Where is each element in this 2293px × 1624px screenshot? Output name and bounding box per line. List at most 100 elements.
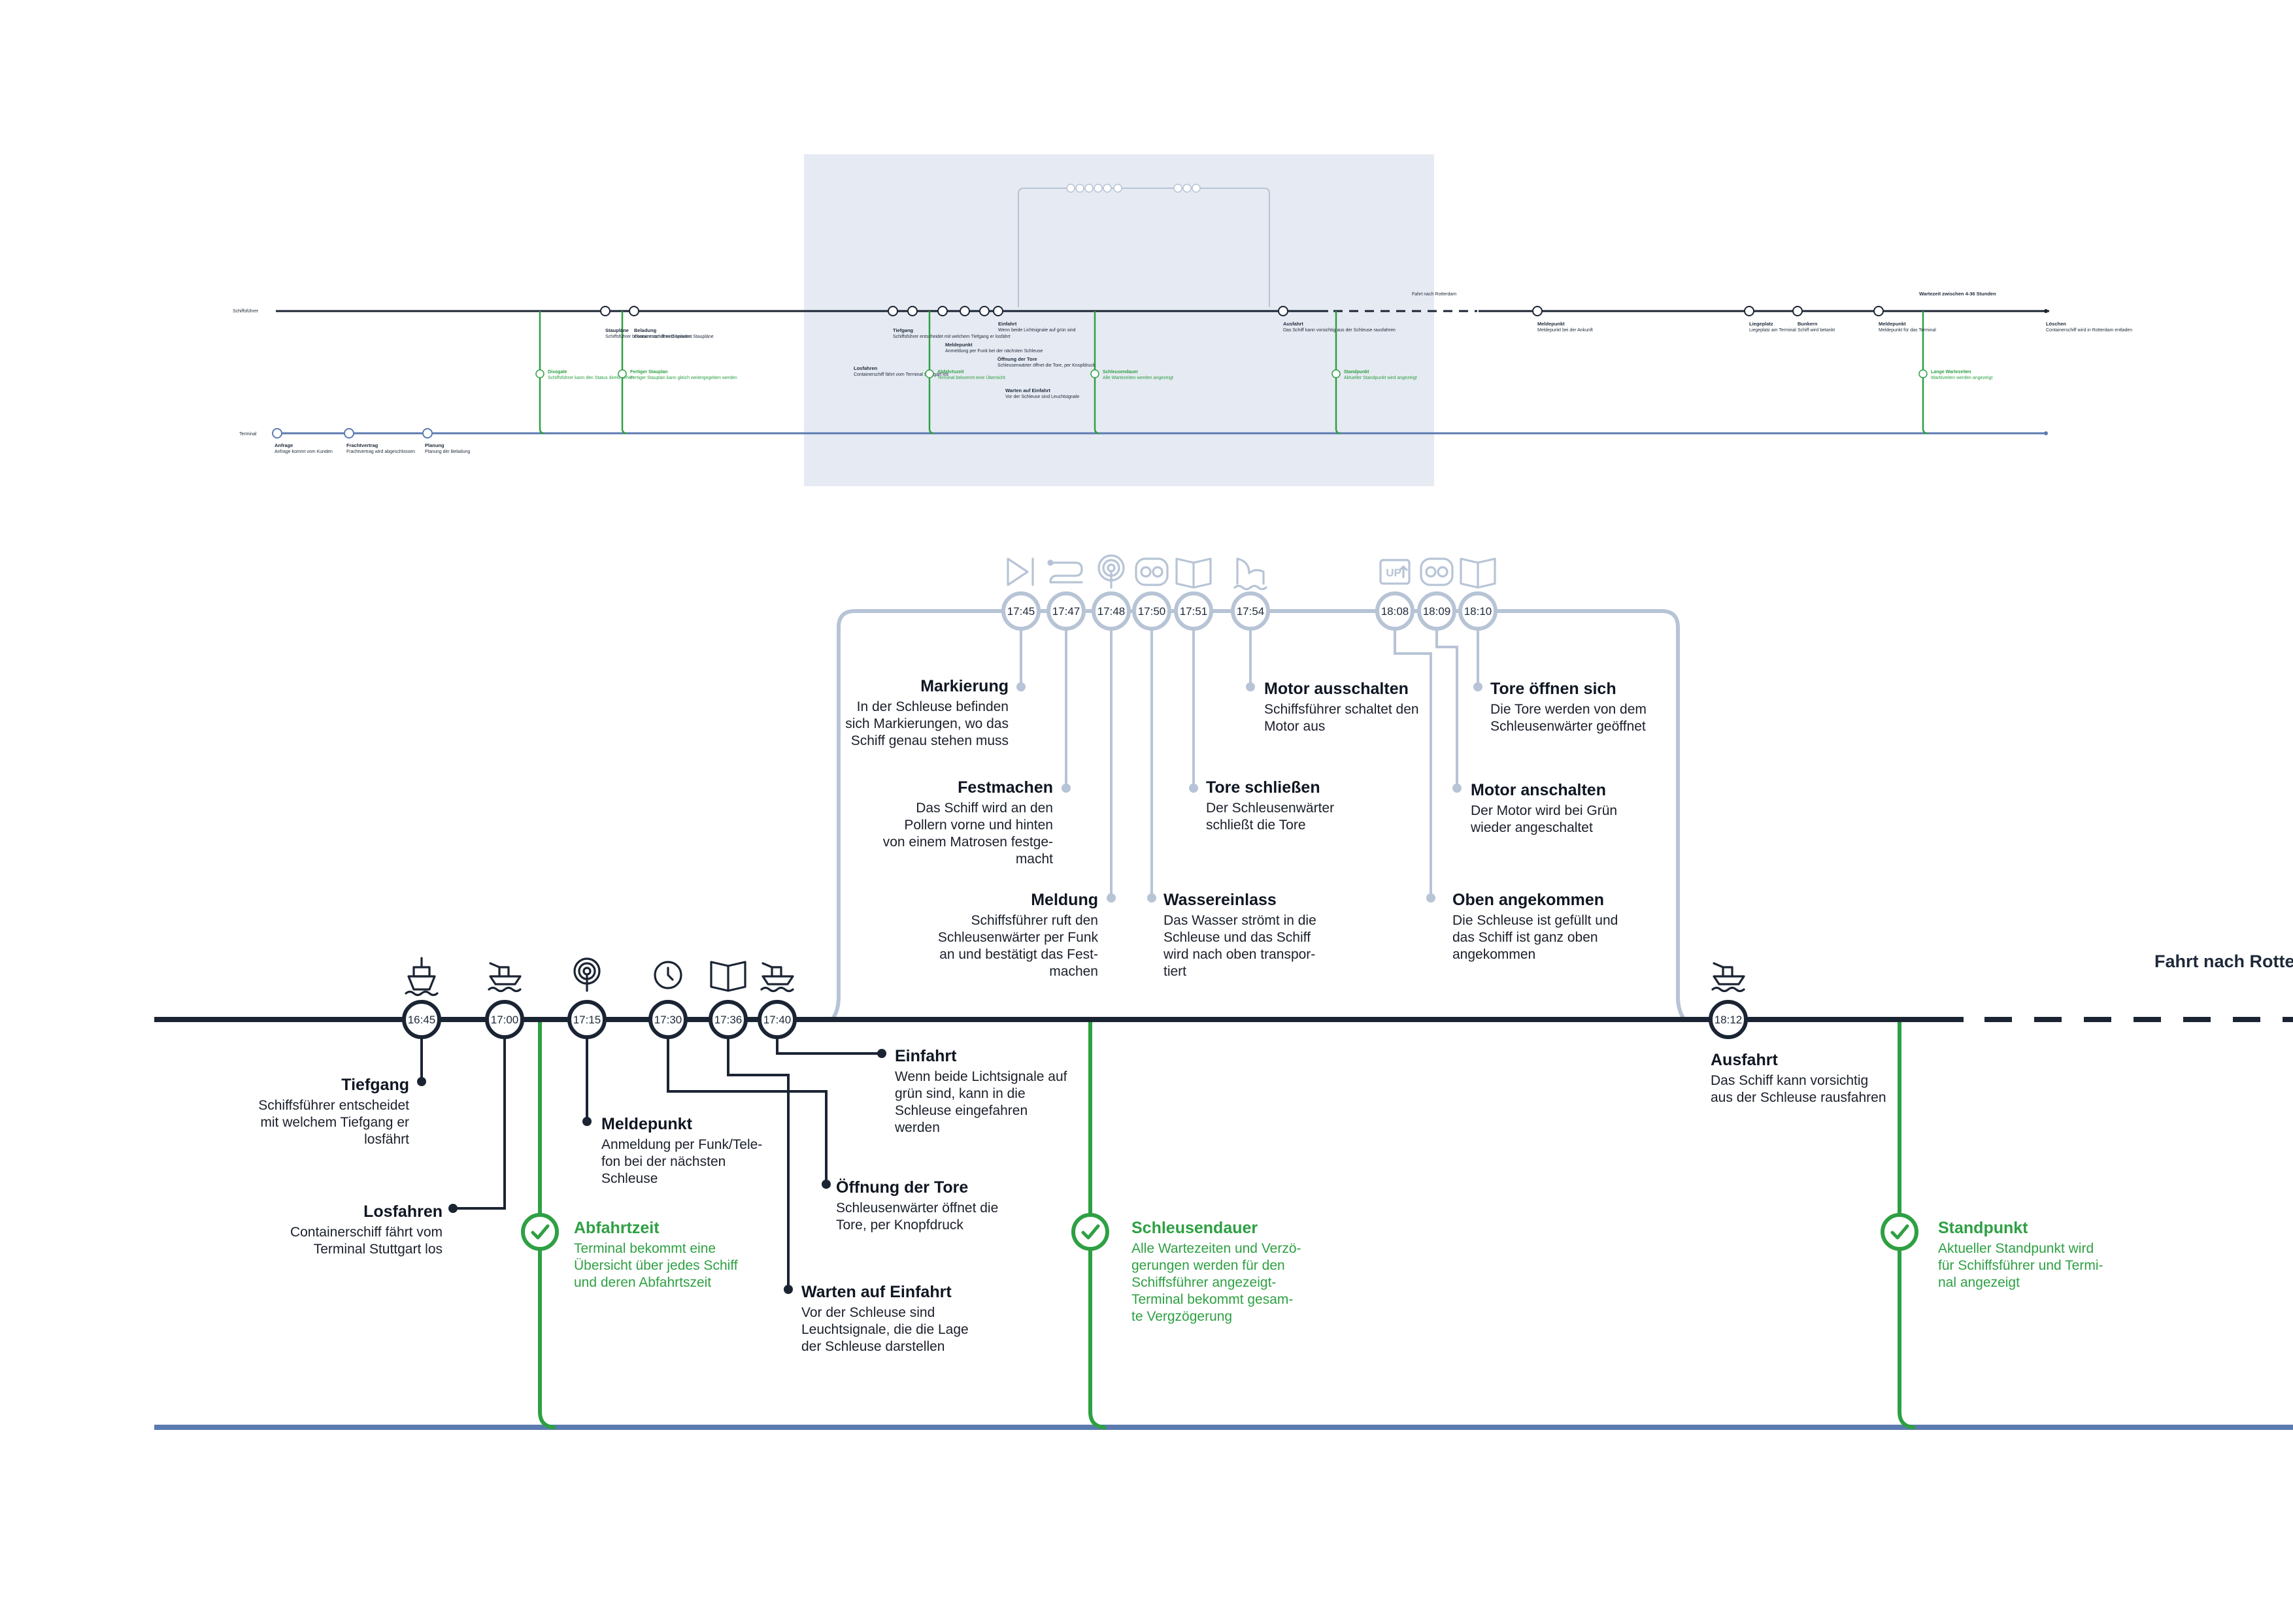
open-book-icon <box>710 961 746 992</box>
play-skip-icon <box>1007 557 1034 586</box>
timeline-node-1812: 18:12 <box>1709 962 1748 1039</box>
overview-ship-nodes <box>600 306 1884 316</box>
node-time: 17:54 <box>1237 605 1265 618</box>
step-text-line: macht <box>1016 852 1053 867</box>
step-text-line: der Schleuse darstellen <box>801 1339 945 1354</box>
check-icon <box>531 1224 550 1240</box>
step-title: Tore schließen <box>1206 778 1320 797</box>
svg-text:Losfahren: Losfahren <box>854 365 878 371</box>
mini-check-icon <box>925 369 934 378</box>
lock-node-1809: 18:09 <box>1417 557 1456 631</box>
check-circle <box>1881 1213 1918 1251</box>
step-text-line: Tore, per Knopfdruck <box>836 1218 963 1233</box>
step-title: Markierung <box>920 677 1009 695</box>
node-circle <box>1458 591 1498 631</box>
svg-text:Öffnung der Tore: Öffnung der Tore <box>997 356 1037 362</box>
step-text-line: mit welchem Tiefgang er <box>260 1115 409 1130</box>
ship-waves-icon <box>760 962 794 993</box>
step-text-line: Schleuse eingefahren <box>895 1103 1028 1118</box>
green-check-abfahrtzeit <box>521 1213 559 1251</box>
step-text-line: losfährt <box>364 1132 409 1147</box>
step-text-line: Wenn beide Lichtsignale auf <box>895 1069 1067 1084</box>
mini-check-icon <box>1090 369 1099 378</box>
step-text-line: gerungen werden für den <box>1131 1258 1285 1273</box>
step-title: Warten auf Einfahrt <box>801 1283 952 1301</box>
svg-text:Alle Wartezeiten werden angeze: Alle Wartezeiten werden angezeigt <box>1103 376 1173 380</box>
step-text-line: Schiffsführer angezeigt- <box>1131 1275 1276 1290</box>
node-circle <box>567 1000 607 1039</box>
step-text-line: werden <box>894 1120 940 1135</box>
node-time: 17:48 <box>1097 605 1126 618</box>
dark-connectors <box>420 1035 882 1289</box>
step-text-line: Schiffsführer entscheidet <box>258 1098 409 1113</box>
green-links <box>538 1022 1916 1429</box>
svg-text:Tiefgang: Tiefgang <box>893 327 914 333</box>
svg-text:Meldepunkt bei der Ankunft: Meldepunkt bei der Ankunft <box>1537 328 1593 333</box>
rope-icon <box>1047 559 1083 584</box>
step-text-line: Pollern vorne und hinten <box>904 818 1053 833</box>
step-text-line: Vor der Schleuse sind <box>801 1305 935 1320</box>
svg-text:Schiffsführer entscheidet mit: Schiffsführer entscheidet mit welchem Ti… <box>893 335 1011 339</box>
step-text-line: angekommen <box>1452 947 1535 962</box>
svg-text:Meldepunkt: Meldepunkt <box>1879 321 1906 327</box>
node-time: 18:12 <box>1715 1014 1743 1026</box>
svg-text:Vor der Schleuse sind Leuchtsi: Vor der Schleuse sind Leuchtsignale <box>1005 395 1079 399</box>
green-link-schleusendauer <box>1088 1022 1107 1429</box>
step-title: Schleusendauer <box>1131 1219 1258 1237</box>
node-circle <box>1046 591 1086 631</box>
step-title: Festmachen <box>958 778 1053 797</box>
step-text-line: Terminal bekommt gesam- <box>1131 1292 1293 1307</box>
node-time: 17:51 <box>1180 605 1208 618</box>
step-title: Tore öffnen sich <box>1490 680 1616 698</box>
svg-text:Beladung: Beladung <box>634 327 657 333</box>
node-circle <box>648 1000 688 1039</box>
up-label: UP <box>1386 567 1401 579</box>
node-circle <box>1092 591 1131 631</box>
step-text-line: Anmeldung per Funk/Tele- <box>601 1137 762 1152</box>
step-text-line: Schiff genau stehen muss <box>851 733 1009 748</box>
svg-text:Wenn beide Lichtsignale auf gr: Wenn beide Lichtsignale auf grün sind <box>998 328 1076 333</box>
svg-text:Schleusendauer: Schleusendauer <box>1103 370 1138 374</box>
step-title: Standpunkt <box>1938 1219 2028 1237</box>
step-text-line: fon bei der nächsten <box>601 1154 726 1169</box>
engine-icon <box>1420 557 1454 586</box>
step-text-line: Der Motor wird bei Grün <box>1471 803 1617 818</box>
step-text-line: aus der Schleuse rausfahren <box>1711 1090 1886 1105</box>
svg-text:Schiffsführer bekommt von dem: Schiffsführer bekommt von dem Disponent … <box>605 335 714 339</box>
node-time: 17:00 <box>491 1014 519 1026</box>
lock-node-1751: 17:51 <box>1174 557 1213 631</box>
check-circle <box>521 1213 559 1251</box>
svg-text:Bunkern: Bunkern <box>1798 321 1818 327</box>
overview-wait-label: Wartezeit zwischen 4-36 Stunden <box>1919 291 1996 297</box>
step-title: Öffnung der Tore <box>836 1178 968 1197</box>
lock-node-1745: 17:45 <box>1001 557 1041 631</box>
radio-tower-icon <box>573 957 601 992</box>
step-title: Meldepunkt <box>601 1115 693 1133</box>
step-text-line: schließt die Tore <box>1206 818 1306 833</box>
timeline-node-1740: 17:40 <box>758 962 797 1039</box>
step-text-line: sich Markierungen, wo das <box>845 716 1009 731</box>
step-text-line: Schleuse und das Schiff <box>1163 930 1311 945</box>
